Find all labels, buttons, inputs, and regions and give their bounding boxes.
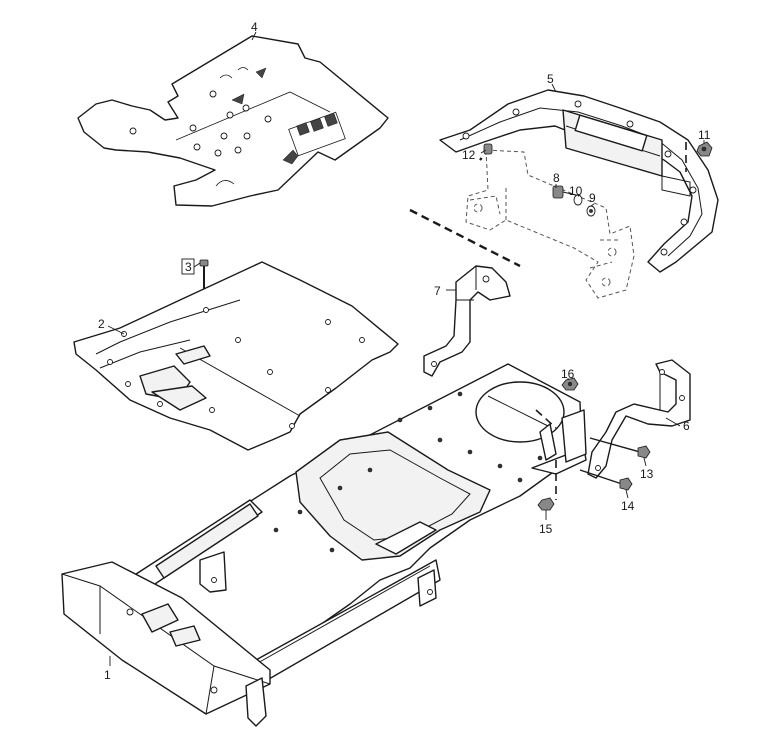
bracket-part-6 — [587, 359, 691, 479]
callout-8: 8 — [553, 171, 560, 185]
assembly-line-bumper — [409, 208, 521, 268]
callout-11: 11 — [698, 128, 711, 142]
rear-bumper-part-5 — [439, 89, 719, 273]
callout-leaders — [107, 31, 705, 666]
floor-mat-part-4 — [77, 35, 389, 207]
ghost-mounting-bracket — [465, 149, 635, 299]
callout-3-box — [181, 258, 195, 275]
main-frame-part-1 — [61, 363, 587, 727]
callout-9: 9 — [589, 191, 596, 205]
callout-3: 3 — [185, 260, 192, 274]
callout-2: 2 — [98, 317, 105, 331]
callout-labels: 1 2 3 4 5 6 7 8 9 10 11 12 13 14 15 16 — [98, 20, 711, 682]
callout-1: 1 — [104, 668, 111, 682]
bolt-part-3 — [199, 259, 209, 310]
callout-14: 14 — [621, 499, 635, 513]
callout-6: 6 — [683, 419, 690, 433]
callout-4: 4 — [251, 20, 258, 34]
callout-16: 16 — [561, 367, 575, 381]
callout-12: 12 — [462, 148, 476, 162]
bumper-hardware — [483, 141, 713, 217]
callout-10: 10 — [569, 184, 583, 198]
callout-13: 13 — [640, 467, 654, 481]
callout-7: 7 — [434, 284, 441, 298]
frame-hardware — [535, 377, 651, 511]
floor-panel-part-2 — [73, 261, 399, 451]
callout-5: 5 — [547, 72, 554, 86]
callout-15: 15 — [539, 522, 553, 536]
bracket-part-7 — [423, 265, 511, 377]
